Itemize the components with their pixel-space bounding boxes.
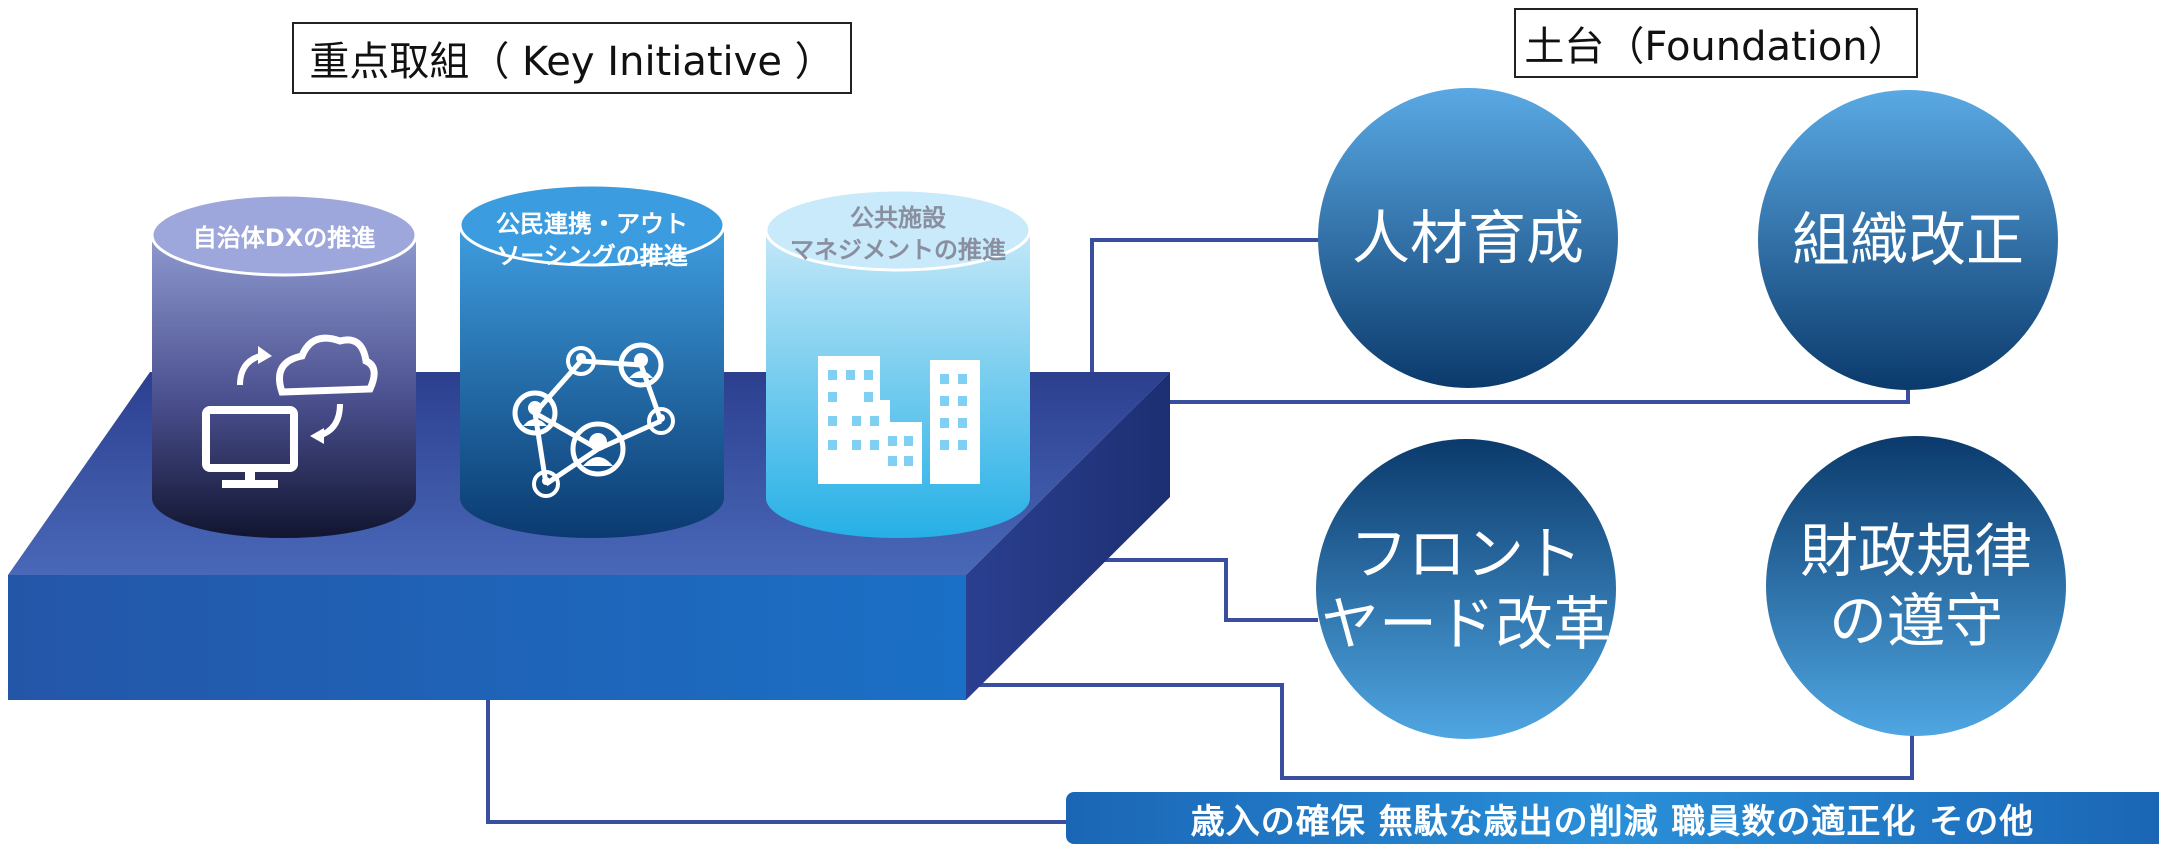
foundation-label-zaisei: 財政規律 の遵守 bbox=[1799, 517, 2032, 655]
foundation-label-soshiki: 組織改正 bbox=[1791, 206, 2024, 274]
platform-side bbox=[966, 372, 1170, 700]
connector-line-zaisei bbox=[966, 683, 1914, 780]
initiative-label-ppp: 公民連携・アウト ソーシングの推進 bbox=[496, 210, 688, 270]
foundation-label-jinzai: 人材育成 bbox=[1351, 204, 1584, 272]
foundation-circle-jinzai bbox=[1318, 88, 1618, 388]
people-network-icon bbox=[512, 342, 675, 498]
bottom-banner-text: 歳入の確保 無駄な歳出の削減 職員数の適正化 その他 bbox=[1190, 801, 2035, 842]
foundation-circle-zaisei bbox=[1766, 436, 2066, 736]
key-initiative-title: 重点取組（ Key Initiative ） bbox=[309, 39, 835, 85]
key-initiative-title-box: 重点取組（ Key Initiative ） bbox=[292, 22, 852, 94]
cylinder-ppp bbox=[458, 183, 726, 538]
connector-line-front bbox=[1104, 558, 1318, 622]
connector-line-banner bbox=[486, 700, 1066, 824]
initiative-label-dx: 自治体DXの推進 bbox=[192, 224, 376, 252]
connector-line-jinzai bbox=[1090, 238, 1322, 372]
buildings-icon bbox=[818, 356, 980, 484]
foundation-title: 土台（Foundation） bbox=[1524, 24, 1908, 70]
foundation-title-box: 土台（Foundation） bbox=[1514, 8, 1918, 78]
foundation-circle-front bbox=[1316, 439, 1616, 739]
bottom-banner: 歳入の確保 無駄な歳出の削減 職員数の適正化 その他 bbox=[1066, 792, 2159, 844]
initiative-label-facility: 公共施設 マネジメントの推進 bbox=[790, 204, 1006, 264]
connector-lines bbox=[486, 238, 1914, 824]
computer-cloud-sync-icon bbox=[202, 334, 378, 488]
connector-line-soshiki bbox=[1170, 390, 1910, 404]
foundation-label-front: フロント ヤード改革 bbox=[1320, 520, 1611, 658]
foundation-circle-soshiki bbox=[1758, 90, 2058, 390]
platform-front bbox=[8, 575, 966, 700]
